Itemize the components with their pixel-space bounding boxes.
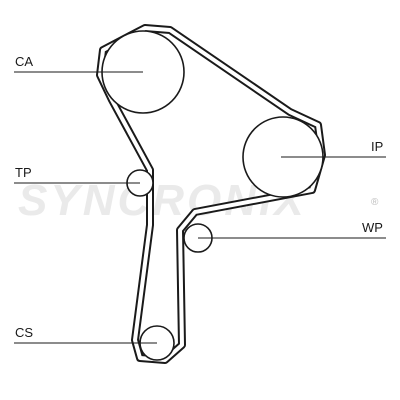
label-tp: TP <box>15 165 32 180</box>
label-ca: CA <box>15 54 33 69</box>
label-cs: CS <box>15 325 33 340</box>
timing-belt <box>96 24 326 364</box>
watermark-registered-mark: ® <box>371 197 379 208</box>
label-ip: IP <box>371 139 383 154</box>
label-wp: WP <box>362 220 383 235</box>
